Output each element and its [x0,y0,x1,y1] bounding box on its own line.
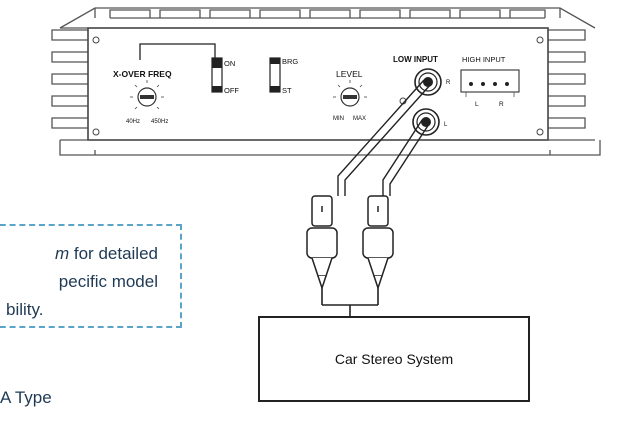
low-input-l: L [444,122,448,128]
screw-left-top [92,36,100,44]
note-line-1-rest: for detailed [69,244,158,263]
high-input-label: HIGH INPUT [462,55,506,64]
screw-left [92,128,100,136]
y-cable [321,288,379,316]
rca-jack-left-icon[interactable] [412,108,440,136]
heatsink-right [548,29,586,129]
rca-jack-right-icon[interactable] [414,68,442,96]
screw-right-top [536,36,544,44]
high-input-terminal[interactable] [460,69,520,97]
level-knob-icon[interactable] [333,80,367,107]
xover-min: 40Hz [126,119,140,125]
level-label: LEVEL [336,69,363,79]
xover-knob-icon[interactable] [130,80,164,110]
type-label: A Type [0,388,52,407]
high-input-r: R [499,101,504,108]
level-max: MAX [353,116,366,122]
high-input-l: L [475,101,479,108]
brg-st-switch[interactable] [269,57,281,93]
heatsink-top [59,7,596,29]
note-line-1-italic: m [54,244,70,263]
amplifier-base [59,139,601,156]
rca-plug-right-icon [362,195,394,291]
rca-cables [337,79,432,196]
info-note: m for detailed pecific model bility. [0,224,182,328]
note-line-3: bility. [6,300,44,319]
switch2-brg: BRG [282,57,298,66]
screw-right [536,128,544,136]
xover-bracket [139,43,216,60]
note-line-2: pecific model [58,272,158,291]
stereo-label: Car Stereo System [334,351,454,367]
low-input-r: R [446,80,451,86]
switch1-on: ON [224,59,235,68]
car-stereo-box: Car Stereo System [258,316,530,402]
note-line-1: m for detailed [0,240,180,268]
on-off-switch[interactable] [211,57,223,93]
low-input-label: LOW INPUT [393,55,438,64]
level-min: MIN [333,116,344,122]
xover-label: X-OVER FREQ [113,69,172,79]
xover-max: 450Hz [151,119,168,125]
heatsink-left [51,27,88,129]
switch1-off: OFF [224,86,239,95]
switch2-st: ST [282,86,292,95]
rca-plug-left-icon [306,195,338,291]
